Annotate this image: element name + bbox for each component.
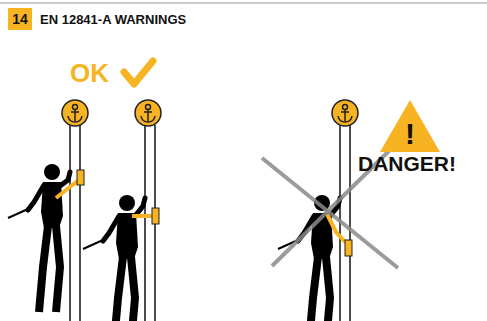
warning-mark: ! xyxy=(405,117,415,151)
danger-label: DANGER! xyxy=(358,152,456,176)
warning-triangle: ! xyxy=(380,100,440,152)
section-number-box: 14 xyxy=(8,8,32,30)
ok-label: OK xyxy=(70,58,109,89)
section-number: 14 xyxy=(12,11,28,27)
section-title: EN 12841-A WARNINGS xyxy=(40,12,186,27)
